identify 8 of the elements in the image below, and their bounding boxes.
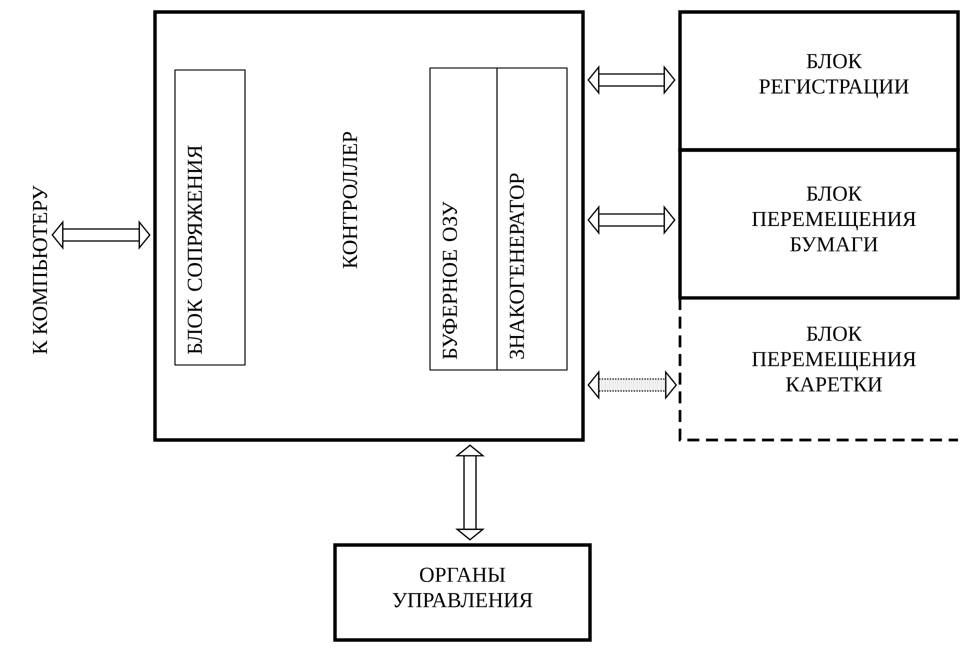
side-label: К КОМПЬЮТЕРУ: [32, 185, 48, 354]
unit-box: ЗНАКОГЕНЕРАТОР: [496, 67, 568, 371]
unit-box: БЛОК ПЕРЕМЕЩЕНИЯ БУМАГИ: [678, 148, 960, 300]
unit-box: БЛОК СОПРЯЖЕНИЯ: [174, 69, 246, 366]
unit-box: БЛОК ПЕРЕМЕЩЕНИЯ КАРЕТКИ: [678, 298, 958, 442]
unit-box: ОРГАНЫ УПРАВЛЕНИЯ: [333, 543, 592, 642]
unit-box: БУФЕРНОЕ ОЗУ: [429, 67, 498, 371]
unit-box: БЛОК РЕГИСТРАЦИИ: [678, 10, 960, 152]
